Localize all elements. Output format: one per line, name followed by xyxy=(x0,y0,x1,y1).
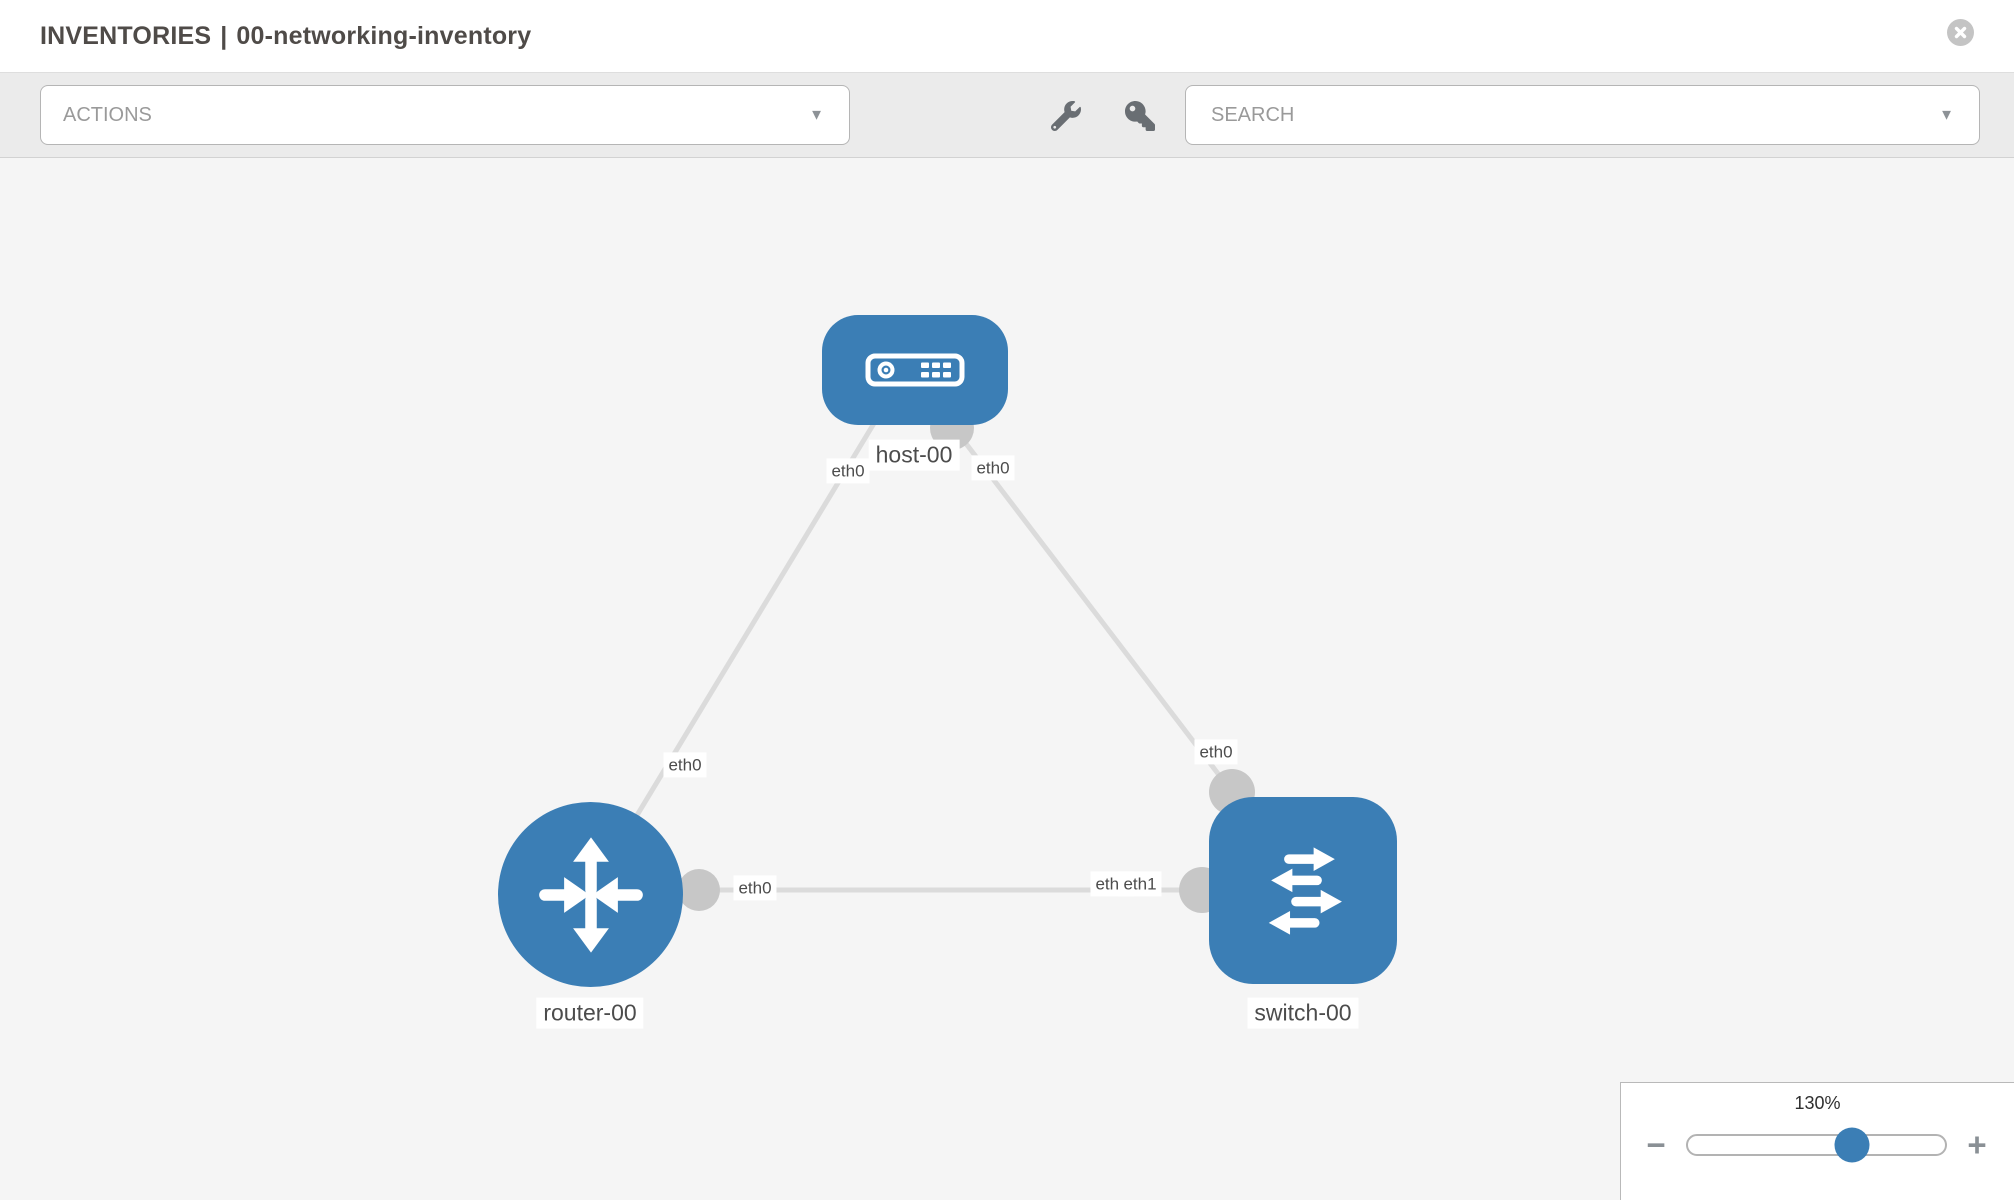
search-dropdown-label: SEARCH xyxy=(1211,103,1295,126)
interface-label: eth0 xyxy=(733,875,777,901)
breadcrumb-inventory-name: 00-networking-inventory xyxy=(236,21,532,50)
switch-icon xyxy=(1268,846,1342,935)
zoom-slider-row: − + xyxy=(1635,1127,1998,1163)
node-switch-00[interactable] xyxy=(1209,797,1397,984)
port-circle xyxy=(678,869,720,911)
toolbar: ACTIONS ▼ SEARCH ▼ xyxy=(0,72,2014,158)
breadcrumb-section: INVENTORIES xyxy=(40,21,212,50)
edge-line xyxy=(946,418,1234,794)
page-header: INVENTORIES | 00-networking-inventory xyxy=(0,0,2014,72)
close-icon xyxy=(1954,26,1967,39)
node-label-switch: switch-00 xyxy=(1247,997,1359,1029)
interface-label: eth0 xyxy=(663,752,707,778)
tools-button[interactable] xyxy=(1050,101,1081,132)
close-button[interactable] xyxy=(1947,19,1974,46)
chevron-down-icon: ▼ xyxy=(809,106,824,124)
breadcrumb: INVENTORIES | 00-networking-inventory xyxy=(40,22,540,51)
interface-label: eth0 xyxy=(826,458,870,484)
breadcrumb-separator: | xyxy=(220,21,228,50)
zoom-in-button[interactable]: + xyxy=(1956,1128,1998,1161)
chevron-down-icon: ▼ xyxy=(1939,106,1954,124)
actions-dropdown-label: ACTIONS xyxy=(63,103,152,126)
node-label-host: host-00 xyxy=(868,439,960,471)
search-dropdown[interactable]: SEARCH ▼ xyxy=(1185,85,1980,145)
server-icon xyxy=(865,353,965,387)
topology-canvas[interactable]: host-00 router-00 switch-00 130% − + eth… xyxy=(0,158,2014,1200)
key-icon xyxy=(1125,101,1155,131)
zoom-panel: 130% − + xyxy=(1620,1082,2014,1200)
interface-label: eth0 xyxy=(1194,739,1238,765)
interface-label: eth1 xyxy=(1118,871,1162,897)
credentials-button[interactable] xyxy=(1125,101,1155,131)
router-icon xyxy=(538,836,643,953)
toolbar-icon-group xyxy=(1050,73,1155,159)
node-host-00[interactable] xyxy=(822,315,1008,425)
wrench-icon xyxy=(1050,101,1081,132)
actions-dropdown[interactable]: ACTIONS ▼ xyxy=(40,85,850,145)
zoom-slider-track[interactable] xyxy=(1686,1127,1947,1163)
zoom-level: 130% xyxy=(1794,1093,1841,1113)
interface-label: eth0 xyxy=(971,455,1015,481)
zoom-slider-handle[interactable] xyxy=(1834,1127,1870,1163)
topology-svg xyxy=(587,406,1255,913)
node-label-router: router-00 xyxy=(536,997,644,1029)
node-router-00[interactable] xyxy=(498,802,683,987)
zoom-out-button[interactable]: − xyxy=(1635,1128,1677,1161)
